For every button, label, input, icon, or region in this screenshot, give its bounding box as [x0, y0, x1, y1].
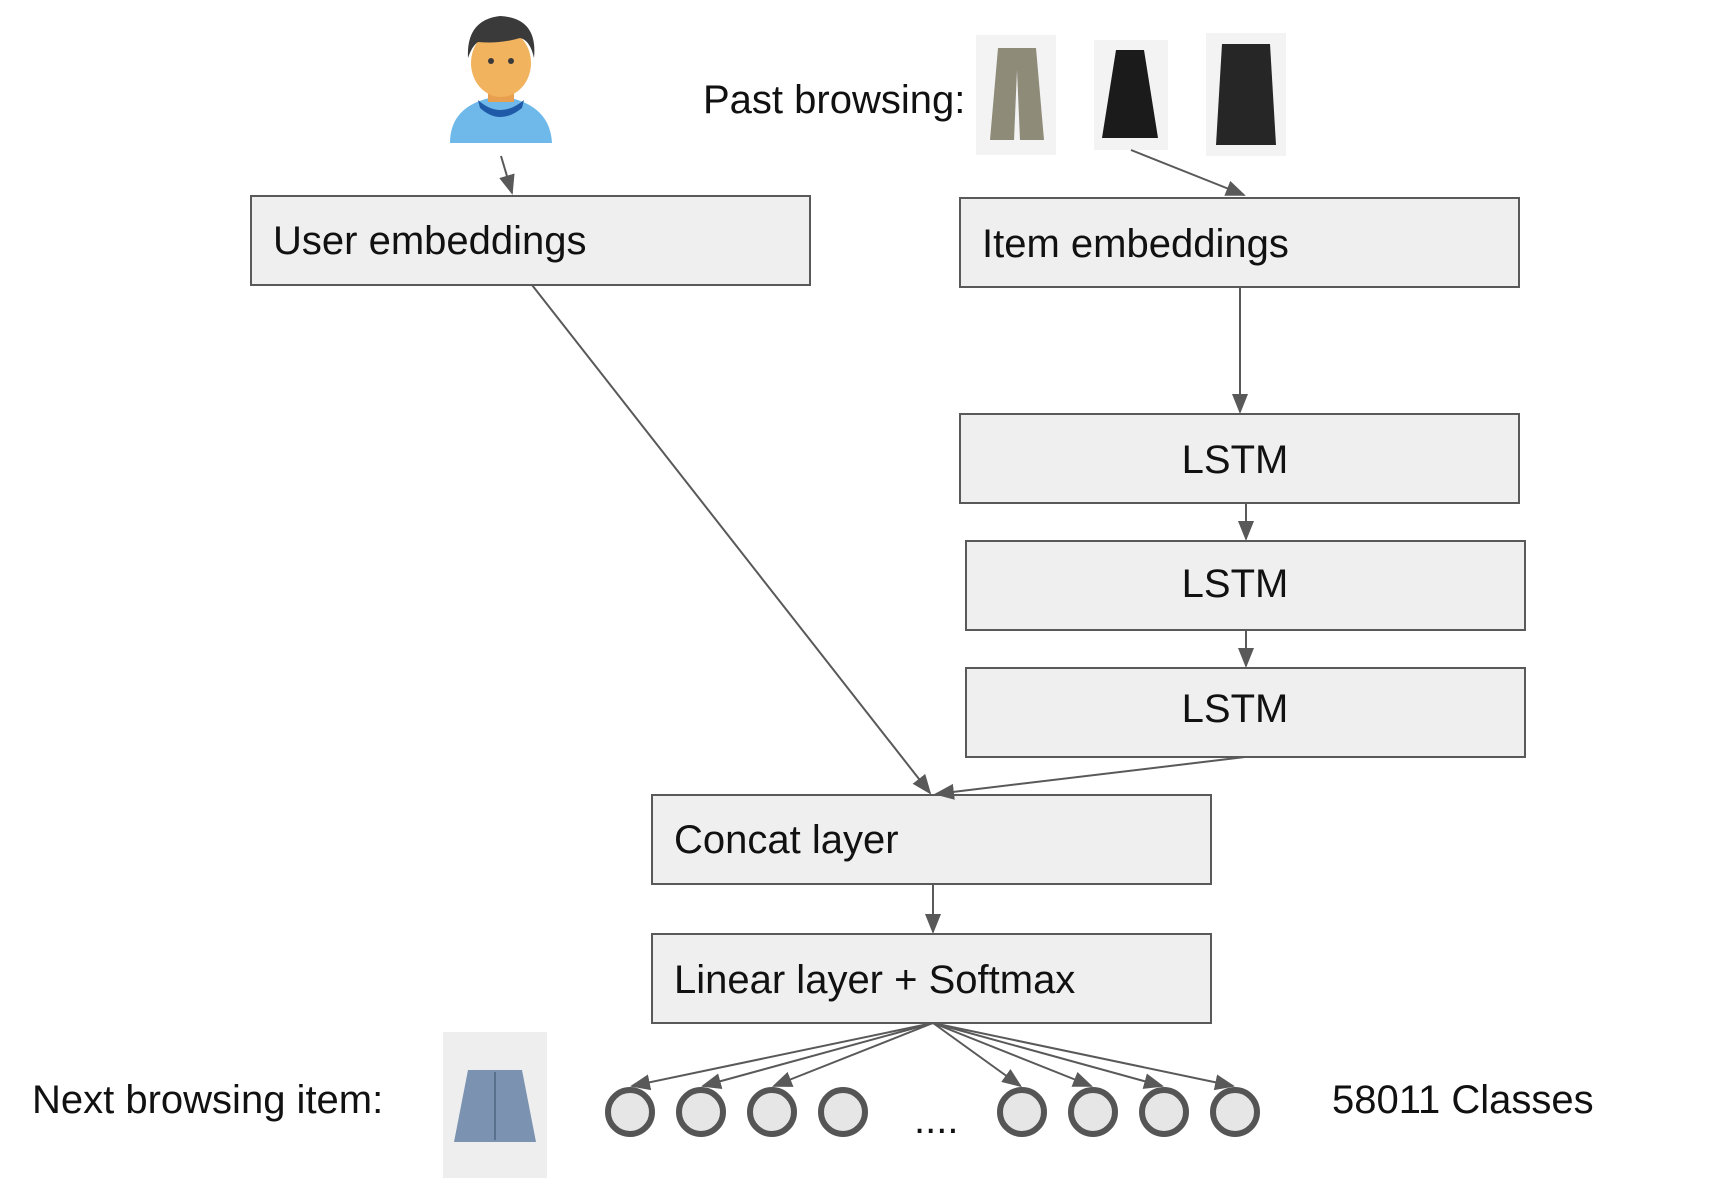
output-class-node: [605, 1087, 655, 1137]
linear-softmax-box: [651, 933, 1212, 1024]
output-class-node: [1139, 1087, 1189, 1137]
past-browsing-label: Past browsing:: [703, 78, 965, 122]
arrow-user-embeddings-to-concat: [531, 284, 932, 795]
arrow-lstm3-to-concat: [934, 756, 1246, 800]
output-class-node: [1210, 1087, 1260, 1137]
item-embeddings-box: [959, 197, 1520, 288]
output-class-nodes: [605, 1087, 1260, 1137]
lstm-label-2: LSTM: [1182, 562, 1289, 606]
output-class-node: [747, 1087, 797, 1137]
lstm-box-1: [959, 413, 1520, 504]
softmax-to-class-arrow: [932, 1022, 1236, 1091]
classes-count-label: 58011 Classes: [1332, 1078, 1594, 1122]
output-class-node: [1068, 1087, 1118, 1137]
arrow-browsing-to-item-embeddings: [1130, 149, 1246, 196]
softmax-to-class-arrow: [629, 1022, 934, 1091]
concat-layer-label: Concat layer: [674, 818, 899, 862]
user-embeddings-label: User embeddings: [273, 219, 587, 263]
output-class-node: [676, 1087, 726, 1137]
softmax-to-class-arrow: [932, 1022, 1094, 1087]
user-avatar-icon: [450, 16, 552, 143]
past-browsing-thumbnails: [976, 33, 1286, 156]
beige-trousers-thumbnail: [976, 35, 1056, 155]
connector-arrows: [499, 149, 1254, 934]
user-embeddings-box: [250, 195, 811, 286]
lstm-label-3: LSTM: [1182, 687, 1289, 731]
arrow-user-to-embeddings: [499, 155, 515, 195]
lstm-box-3: [965, 667, 1526, 758]
output-class-node: [818, 1087, 868, 1137]
output-ellipsis: ....: [914, 1098, 958, 1142]
softmax-to-class-arrow: [700, 1022, 934, 1089]
softmax-output-arrows: [629, 1022, 1236, 1091]
softmax-to-class-arrow: [932, 1022, 1165, 1089]
next-browsing-item-label: Next browsing item:: [32, 1078, 383, 1122]
denim-skirt-thumbnail: [443, 1032, 547, 1178]
linear-softmax-label: Linear layer + Softmax: [674, 958, 1075, 1002]
output-class-node: [997, 1087, 1047, 1137]
lstm-box-2: [965, 540, 1526, 631]
softmax-to-class-arrow: [932, 1022, 1023, 1088]
black-pleated-skirt-thumbnail: [1094, 40, 1168, 150]
black-leather-skirt-thumbnail: [1206, 33, 1286, 156]
item-embeddings-label: Item embeddings: [982, 222, 1289, 266]
lstm-label-1: LSTM: [1182, 438, 1289, 482]
softmax-to-class-arrow: [771, 1022, 934, 1087]
concat-layer-box: [651, 794, 1212, 885]
